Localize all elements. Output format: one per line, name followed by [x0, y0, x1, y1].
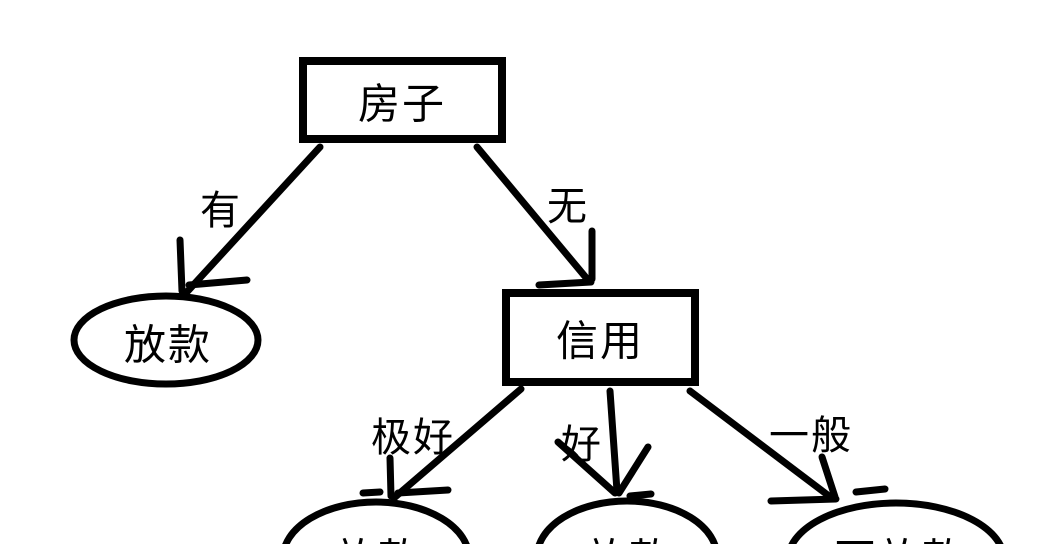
approve-bottom-1-label: 放款 [334, 526, 422, 544]
approve-left-label: 放款 [123, 320, 213, 370]
credit-node-label: 信用 [555, 316, 645, 366]
house-node-label: 房子 [357, 79, 447, 129]
edge-has-label: 有 [200, 188, 242, 234]
edge-excellent-arrow [359, 385, 525, 502]
edge-good-arrow [554, 387, 655, 500]
reject-label: 不放款 [834, 526, 966, 544]
edge-none-label: 无 [547, 184, 589, 230]
edge-none-arrow [473, 143, 596, 289]
approve-bottom-2-label: 放款 [585, 526, 673, 544]
house-node-box [299, 57, 506, 143]
edge-fair-arrow [686, 387, 889, 505]
approve-bottom-1-ellipse [282, 498, 470, 544]
credit-node-box [502, 289, 699, 386]
approve-bottom-2-ellipse [535, 497, 719, 544]
reject-ellipse [788, 499, 1004, 544]
edge-excellent-label: 极好 [371, 415, 455, 461]
edge-fair-label: 一般 [769, 413, 853, 459]
approve-left-ellipse [70, 292, 262, 388]
edge-has-arrow [176, 143, 324, 297]
edge-good-label: 好 [561, 422, 603, 468]
